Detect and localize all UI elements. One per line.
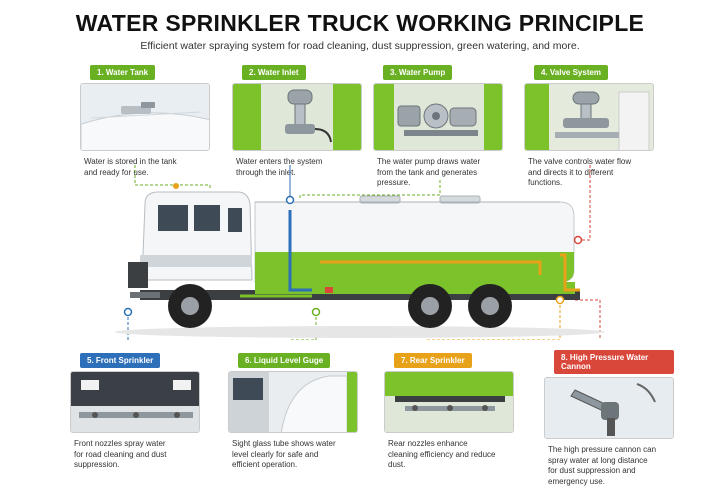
page-subtitle: Efficient water spraying system for road… [140, 40, 580, 52]
card-label: 7. Rear Sprinkler [394, 353, 472, 368]
valve-system-icon [524, 83, 654, 151]
card-description: Sight glass tube shows water level clear… [232, 439, 336, 469]
card-description: The water pump draws water from the tank… [377, 157, 481, 187]
card-description: The high pressure cannon can spray water… [548, 445, 657, 486]
page-title: WATER SPRINKLER TRUCK WORKING PRINCIPLE [75, 10, 645, 36]
sprinkler-truck-illustration [115, 165, 605, 340]
card-description: Water enters the system through the inle… [236, 157, 323, 177]
card-description: Water is stored in the tank and ready fo… [84, 157, 177, 177]
water-cannon-icon [544, 377, 674, 439]
card-valve-system: 4. Valve System The valve controls water… [524, 62, 654, 189]
component-markers [123, 195, 583, 317]
card-label: 2. Water Inlet [242, 65, 306, 80]
card-water-tank: 1. Water Tank Water is stored in the tan… [80, 62, 210, 178]
chassis-frame [140, 290, 580, 300]
card-label: 5. Front Sprinkler [80, 353, 161, 368]
water-inlet-valve-icon [232, 83, 362, 151]
card-rear-sprinkler: 7. Rear Sprinkler Rear nozzles enhance c… [384, 350, 514, 471]
card-description: The valve controls water flow and direct… [528, 157, 632, 187]
card-label: 8. High Pressure Water Cannon [554, 350, 674, 374]
card-label: 4. Valve System [534, 65, 609, 80]
card-water-cannon: 8. High Pressure Water Cannon The high p… [544, 350, 674, 487]
truck-cab [128, 183, 253, 298]
truck-wheels [168, 284, 512, 328]
card-label: 1. Water Tank [90, 65, 156, 80]
water-tank [254, 195, 575, 294]
level-gauge-icon [228, 371, 358, 433]
card-label: 3. Water Pump [383, 65, 453, 80]
water-tank-icon [80, 83, 210, 151]
card-liquid-level-gauge: 6. Liquid Level Guge Sight glass tube sh… [228, 350, 358, 471]
connector-lines [127, 165, 601, 340]
front-sprinkler-icon [70, 371, 200, 433]
rear-sprinkler-icon [384, 371, 514, 433]
card-water-inlet: 2. Water Inlet Water enters the system t… [232, 62, 362, 178]
pipe-system [240, 210, 580, 298]
card-label: 6. Liquid Level Guge [238, 353, 331, 368]
card-water-pump: 3. Water Pump The water pump draws water… [373, 62, 503, 189]
card-description: Front nozzles spray water for road clean… [74, 439, 167, 469]
card-front-sprinkler: 5. Front Sprinkler Front nozzles spray w… [70, 350, 200, 471]
card-description: Rear nozzles enhance cleaning efficiency… [388, 439, 496, 469]
water-pump-icon [373, 83, 503, 151]
